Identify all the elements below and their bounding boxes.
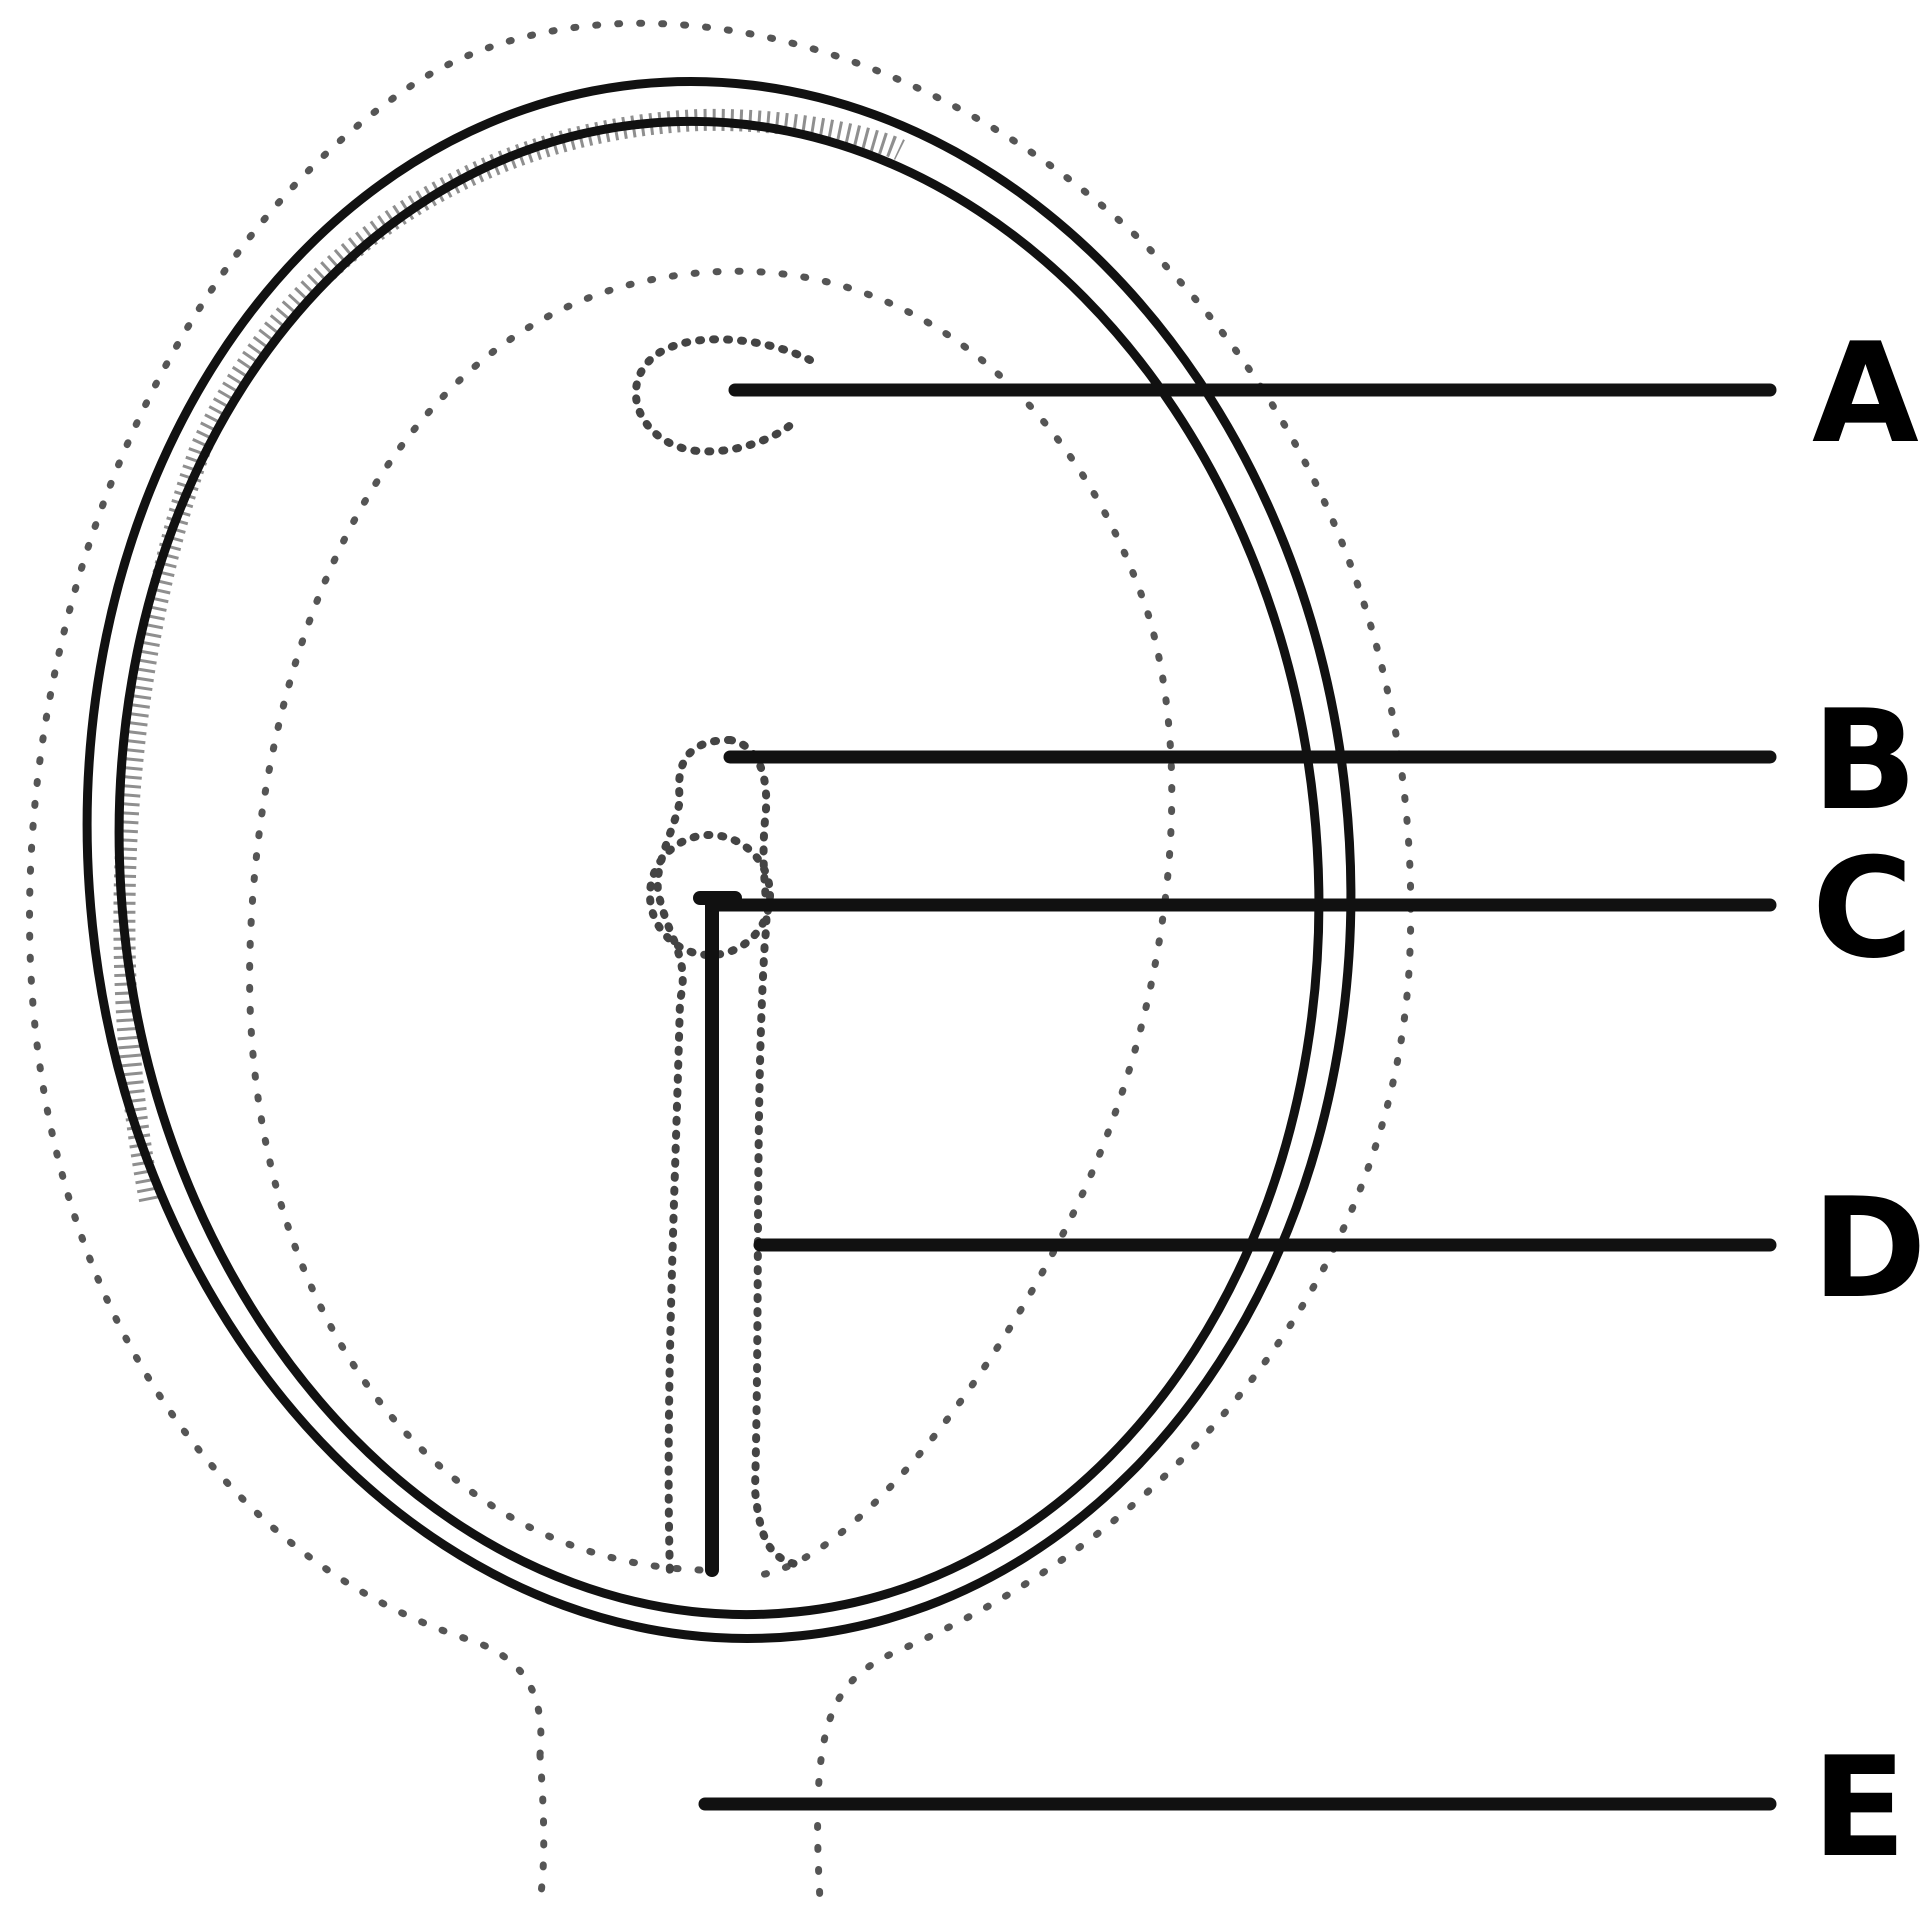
embryo-axis-outline bbox=[653, 736, 734, 1579]
integument-wall-inner bbox=[114, 116, 1324, 1620]
funicle-left-edge bbox=[536, 1751, 548, 1904]
label-b: B bbox=[1812, 680, 1917, 841]
integument-shading bbox=[113, 108, 905, 1203]
micropyle-loop bbox=[631, 335, 814, 456]
label-c: C bbox=[1812, 828, 1913, 989]
label-d: D bbox=[1812, 1168, 1926, 1329]
label-a: A bbox=[1812, 313, 1919, 474]
integument-wall-outer bbox=[82, 76, 1356, 1644]
outer-dotted-outline bbox=[26, 19, 1415, 1904]
label-e: E bbox=[1812, 1727, 1906, 1888]
embryo-axis-outline-right bbox=[726, 736, 804, 1569]
